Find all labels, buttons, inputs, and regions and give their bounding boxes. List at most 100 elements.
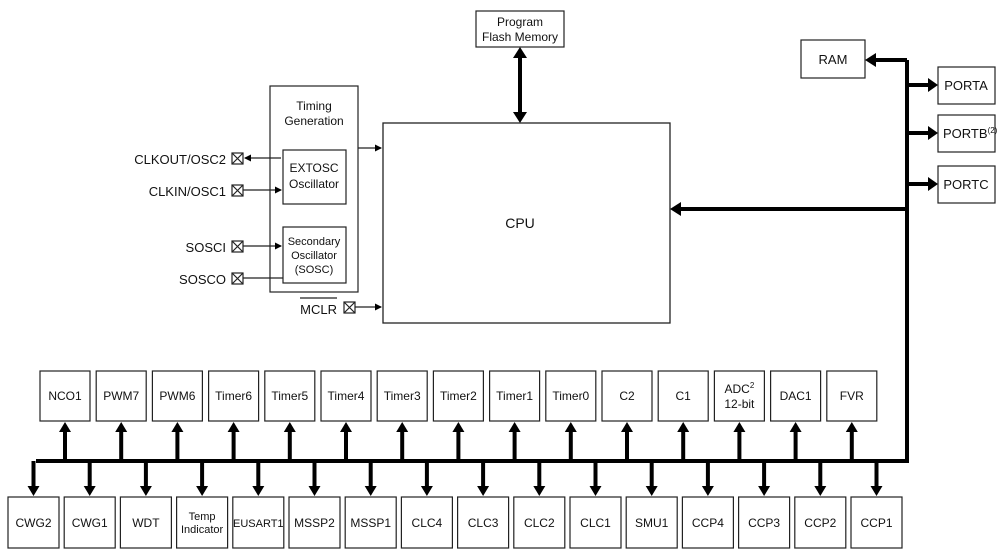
timing-label-line2: Generation bbox=[284, 114, 343, 128]
bottom-block-ccp4: CCP4 bbox=[681, 461, 735, 549]
bottom-block-ccp2: CCP2 bbox=[794, 461, 847, 549]
bottom-label-mssp2: MSSP2 bbox=[294, 516, 335, 530]
top-label-timer5: Timer5 bbox=[271, 389, 308, 403]
top-label-timer6: Timer6 bbox=[215, 389, 252, 403]
portc-block: PORTC bbox=[937, 165, 996, 204]
bottom-block-clc1: CLC1 bbox=[569, 461, 622, 549]
top-block-c2: C2 bbox=[601, 370, 653, 461]
program-flash-line1: Program bbox=[497, 15, 543, 29]
top-block-timer5: Timer5 bbox=[264, 370, 316, 461]
pin-mclr-label: MCLR bbox=[300, 302, 337, 317]
top-peripheral-row: NCO1 PWM7 PWM6 Timer6 Timer5 Timer4 Timer3 Time… bbox=[39, 370, 878, 461]
top-block-nco1: NCO1 bbox=[39, 370, 91, 461]
top-block-c1: C1 bbox=[657, 370, 709, 461]
pin-sosci: SOSCI bbox=[186, 240, 282, 255]
bottom-label-clc2: CLC2 bbox=[524, 516, 555, 530]
sosc-label-line3: (SOSC) bbox=[295, 264, 334, 276]
ram-label: RAM bbox=[819, 52, 848, 67]
bottom-label-wdt: WDT bbox=[132, 516, 160, 530]
timing-label-line1: Timing bbox=[296, 99, 332, 113]
porta-label: PORTA bbox=[944, 78, 988, 93]
portb-label: PORTB(2) bbox=[943, 126, 998, 141]
bottom-label-smu1: SMU1 bbox=[635, 516, 669, 530]
pin-sosci-label: SOSCI bbox=[186, 240, 226, 255]
pin-clkin: CLKIN/OSC1 bbox=[149, 184, 282, 199]
sosc-label-line1: Secondary bbox=[288, 236, 341, 248]
top-block-pwm6: PWM6 bbox=[151, 370, 203, 461]
top-block-timer2: Timer2 bbox=[432, 370, 484, 461]
bottom-label-ccp1: CCP1 bbox=[860, 516, 892, 530]
pin-clkout: CLKOUT/OSC2 bbox=[134, 152, 281, 167]
cpu-block: CPU bbox=[382, 122, 671, 324]
top-block-dac1: DAC1 bbox=[769, 370, 822, 461]
ram-block: RAM bbox=[800, 39, 866, 79]
top-label-fvr: FVR bbox=[840, 389, 864, 403]
bottom-block-ccp1: CCP1 bbox=[850, 461, 903, 549]
bottom-label-clc4: CLC4 bbox=[412, 516, 443, 530]
top-block-timer0: Timer0 bbox=[545, 370, 597, 461]
pin-sosco-label: SOSCO bbox=[179, 272, 226, 287]
bottom-label-ccp2: CCP2 bbox=[804, 516, 836, 530]
top-label-timer1: Timer1 bbox=[496, 389, 533, 403]
bottom-block-eusart1: EUSART1 bbox=[232, 461, 285, 549]
bottom-block-wdt: WDT bbox=[119, 461, 173, 549]
bottom-block-clc4: CLC4 bbox=[400, 461, 453, 549]
extosc-block: EXTOSC Oscillator bbox=[282, 149, 347, 205]
sosc-block: Secondary Oscillator (SOSC) bbox=[282, 226, 347, 284]
bottom-block-smu1: SMU1 bbox=[625, 461, 678, 549]
bottom-block-clc2: CLC2 bbox=[513, 461, 566, 549]
pin-clkout-label: CLKOUT/OSC2 bbox=[134, 152, 226, 167]
top-block-timer3: Timer3 bbox=[376, 370, 428, 461]
pin-sosco: SOSCO bbox=[179, 272, 283, 287]
top-label-pwm6: PWM6 bbox=[159, 389, 195, 403]
temp-indicator-line2: Indicator bbox=[181, 524, 224, 536]
top-block-fvr: FVR bbox=[826, 370, 878, 461]
porta-block: PORTA bbox=[937, 66, 996, 105]
top-block-timer6: Timer6 bbox=[208, 370, 260, 461]
top-label-timer4: Timer4 bbox=[328, 389, 365, 403]
program-flash-block: Program Flash Memory bbox=[475, 10, 565, 48]
bottom-label-clc3: CLC3 bbox=[468, 516, 499, 530]
flash-arrow-up bbox=[513, 47, 527, 58]
bottom-block-clc3: CLC3 bbox=[457, 461, 510, 549]
top-label-c1: C1 bbox=[676, 389, 692, 403]
portb-block: PORTB(2) bbox=[937, 114, 998, 153]
bottom-label-cwg2: CWG2 bbox=[16, 516, 52, 530]
top-label-nco1: NCO1 bbox=[48, 389, 82, 403]
pin-clkin-label: CLKIN/OSC1 bbox=[149, 184, 226, 199]
portc-label: PORTC bbox=[943, 177, 988, 192]
bottom-label-mssp1: MSSP1 bbox=[350, 516, 391, 530]
pin-mclr: MCLR bbox=[300, 297, 382, 317]
top-block-timer4: Timer4 bbox=[320, 370, 372, 461]
bottom-block-cwg2: CWG2 bbox=[7, 461, 60, 549]
flash-arrow-down bbox=[513, 112, 527, 123]
top-label-dac1: DAC1 bbox=[780, 389, 812, 403]
bottom-block-mssp2: MSSP2 bbox=[288, 461, 341, 549]
cpu-label: CPU bbox=[505, 215, 535, 231]
top-label-timer3: Timer3 bbox=[384, 389, 421, 403]
program-flash-line2: Flash Memory bbox=[482, 30, 558, 44]
temp-indicator-line1: Temp bbox=[189, 511, 216, 523]
bottom-block-mssp1: MSSP1 bbox=[344, 461, 397, 549]
bottom-label-clc1: CLC1 bbox=[580, 516, 611, 530]
extosc-label-line1: EXTOSC bbox=[289, 161, 338, 175]
top-block-timer1: Timer1 bbox=[489, 370, 541, 461]
top-label-timer2: Timer2 bbox=[440, 389, 477, 403]
bottom-label-ccp4: CCP4 bbox=[692, 516, 724, 530]
adc-subtitle: 12-bit bbox=[724, 397, 755, 411]
bottom-label-eusart1: EUSART1 bbox=[233, 518, 284, 530]
adc-label: ADC2 bbox=[725, 381, 755, 396]
extosc-label-line2: Oscillator bbox=[289, 177, 339, 191]
sosc-label-line2: Oscillator bbox=[291, 250, 337, 262]
bottom-block-cwg1: CWG1 bbox=[63, 461, 116, 549]
top-label-pwm7: PWM7 bbox=[103, 389, 139, 403]
top-label-timer0: Timer0 bbox=[552, 389, 589, 403]
top-label-c2: C2 bbox=[619, 389, 635, 403]
bottom-label-cwg1: CWG1 bbox=[72, 516, 108, 530]
bottom-label-ccp3: CCP3 bbox=[748, 516, 780, 530]
bottom-block-ccp3: CCP3 bbox=[737, 461, 791, 549]
